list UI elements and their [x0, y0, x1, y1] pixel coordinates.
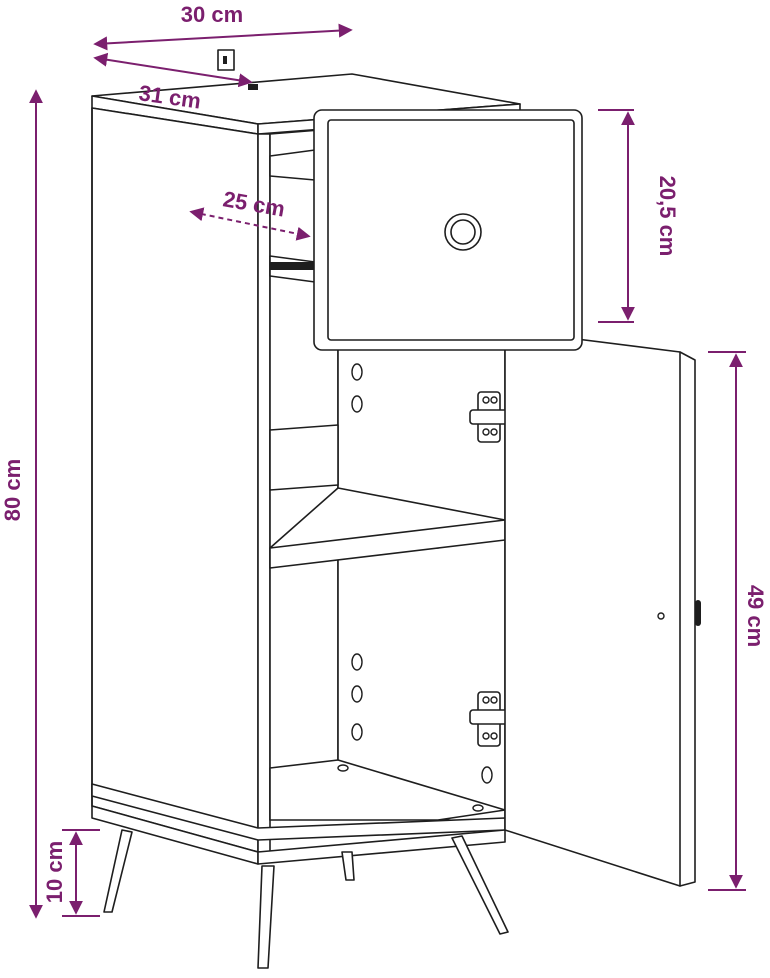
label-door-height: 49 cm [743, 585, 768, 647]
dimension-lines [29, 23, 746, 919]
label-width-top: 30 cm [181, 2, 243, 27]
label-total-height: 80 cm [0, 459, 25, 521]
door-knob-icon [695, 600, 701, 626]
cabinet-left-side [91, 107, 259, 853]
drawer [313, 109, 583, 351]
shelf-pin-holes [351, 363, 493, 784]
cabinet-base [91, 783, 506, 865]
cabinet [91, 49, 701, 969]
label-drawer-height: 20,5 cm [655, 176, 680, 257]
drawer-knob-icon [444, 213, 482, 251]
cabinet-legs [103, 829, 509, 969]
cabinet-door [504, 329, 701, 887]
label-leg-height: 10 cm [42, 841, 67, 903]
